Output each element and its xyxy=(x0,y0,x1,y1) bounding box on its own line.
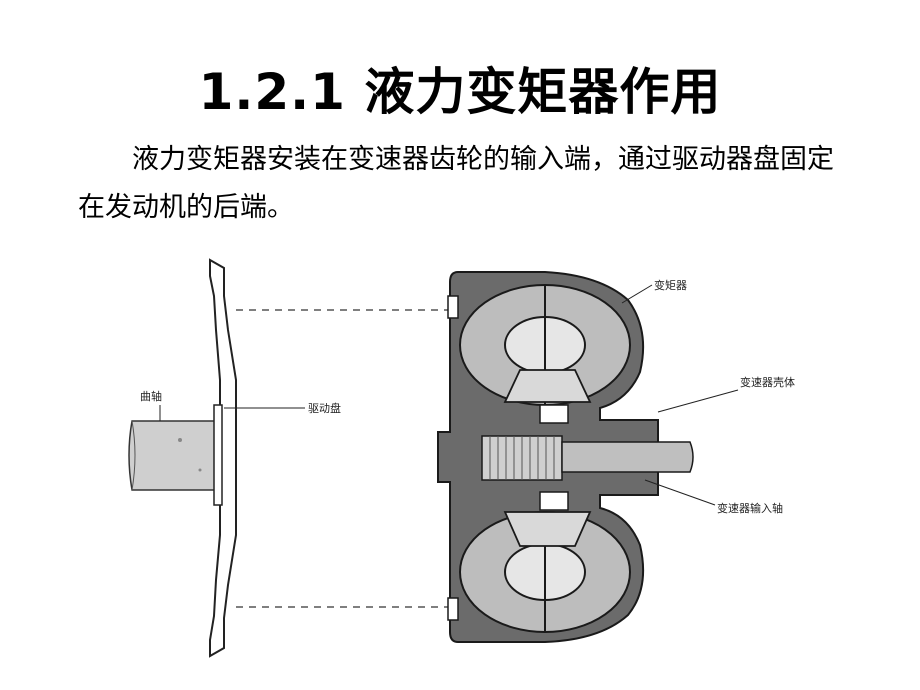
torque-converter xyxy=(437,271,694,643)
crankshaft xyxy=(128,420,216,491)
slide-title: 1.2.1 液力变矩器作用 xyxy=(198,63,722,121)
label-crankshaft: 曲轴 xyxy=(140,389,162,403)
label-drive-plate: 驱动盘 xyxy=(308,401,341,415)
label-torque-converter: 变矩器 xyxy=(654,278,687,292)
label-transmission-housing: 变速器壳体 xyxy=(740,375,795,389)
slide-paragraph: 液力变矩器安装在变速器齿轮的输入端，通过驱动器盘固定在发动机的后端。 xyxy=(78,144,834,223)
label-input-shaft: 变速器输入轴 xyxy=(717,501,783,515)
drive-plate xyxy=(209,258,237,658)
